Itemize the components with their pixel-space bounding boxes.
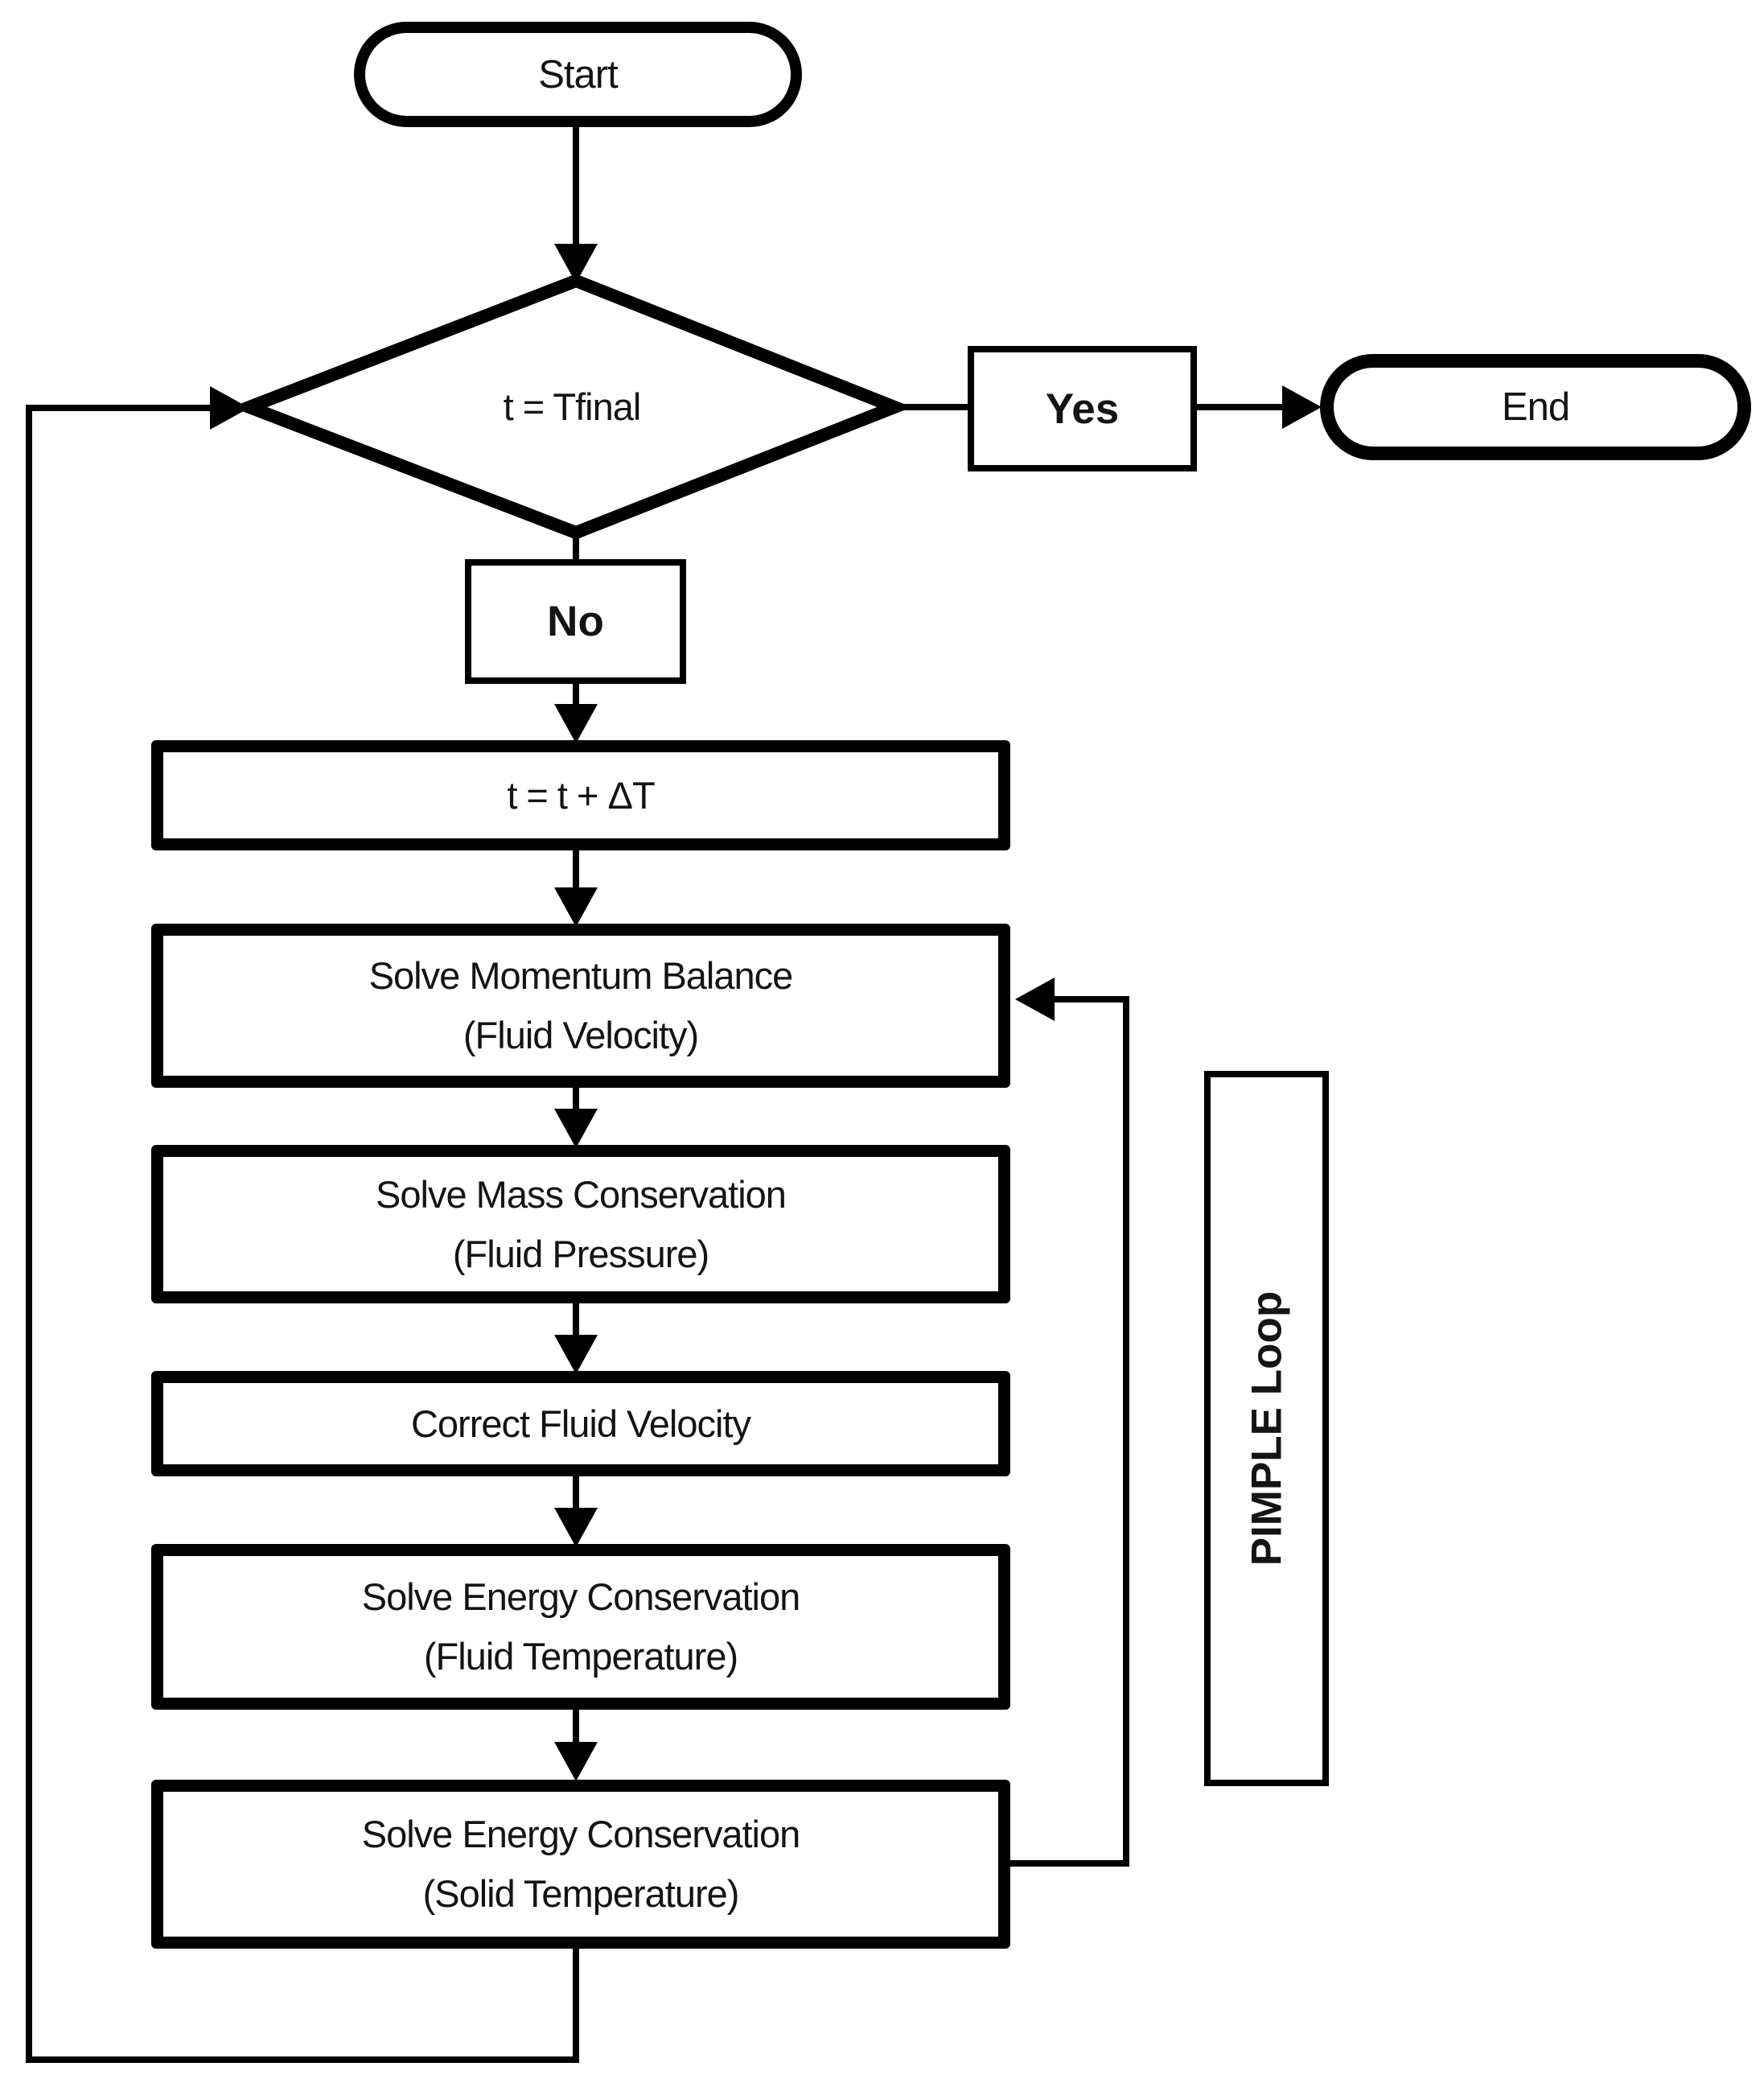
end-terminator: End <box>1320 354 1751 460</box>
end-label: End <box>1501 385 1570 429</box>
arrowhead-into-decision-top <box>554 244 598 283</box>
pimple-loop-label: PIMPLE Loop <box>1243 1291 1290 1566</box>
edge-pimple-loop <box>1010 996 1129 1867</box>
arrowhead-into-momentum-right <box>1015 978 1055 1021</box>
arrowhead-into-decision-left <box>210 386 249 430</box>
momentum-line2: (Fluid Velocity) <box>463 1014 699 1056</box>
arrowhead-into-correct <box>554 1335 598 1374</box>
arrowhead-into-mass <box>554 1109 598 1148</box>
process-time-increment: t = t + ΔT <box>151 740 1010 850</box>
process-energy-fluid: Solve Energy Conservation (Fluid Tempera… <box>151 1544 1010 1710</box>
yes-label: Yes <box>1045 385 1120 433</box>
decision-label: t = Tfinal <box>249 281 894 533</box>
process-correct-velocity: Correct Fluid Velocity <box>151 1371 1010 1476</box>
process-momentum-balance: Solve Momentum Balance (Fluid Velocity) <box>151 924 1010 1088</box>
arrowhead-into-increment <box>554 704 598 743</box>
no-branch-box: No <box>465 559 686 684</box>
energy-fluid-line2: (Fluid Temperature) <box>423 1635 738 1678</box>
correct-velocity-label: Correct Fluid Velocity <box>410 1402 751 1445</box>
energy-fluid-line1: Solve Energy Conservation <box>361 1575 801 1618</box>
arrowhead-into-end <box>1282 385 1322 429</box>
process-energy-solid: Solve Energy Conservation (Solid Tempera… <box>151 1780 1010 1949</box>
process-mass-conservation: Solve Mass Conservation (Fluid Pressure) <box>151 1145 1010 1303</box>
start-terminator: Start <box>354 22 802 127</box>
arrowhead-into-momentum <box>554 887 598 927</box>
mass-line2: (Fluid Pressure) <box>452 1232 709 1275</box>
energy-solid-line1: Solve Energy Conservation <box>361 1813 801 1855</box>
momentum-line1: Solve Momentum Balance <box>368 954 794 997</box>
start-label: Start <box>538 52 618 97</box>
time-increment-label: t = t + ΔT <box>507 773 655 817</box>
arrowhead-into-energy-fluid <box>554 1508 598 1547</box>
no-label: No <box>547 598 604 645</box>
pimple-loop-annotation: PIMPLE Loop <box>1204 1071 1329 1786</box>
arrowhead-into-energy-solid <box>554 1742 598 1781</box>
energy-solid-line2: (Solid Temperature) <box>422 1872 740 1915</box>
edge-time-loop <box>26 405 579 2063</box>
decision-condition-text: t = Tfinal <box>503 385 642 428</box>
yes-branch-box: Yes <box>968 346 1197 471</box>
decision-diamond <box>231 274 912 540</box>
mass-line1: Solve Mass Conservation <box>376 1172 787 1216</box>
